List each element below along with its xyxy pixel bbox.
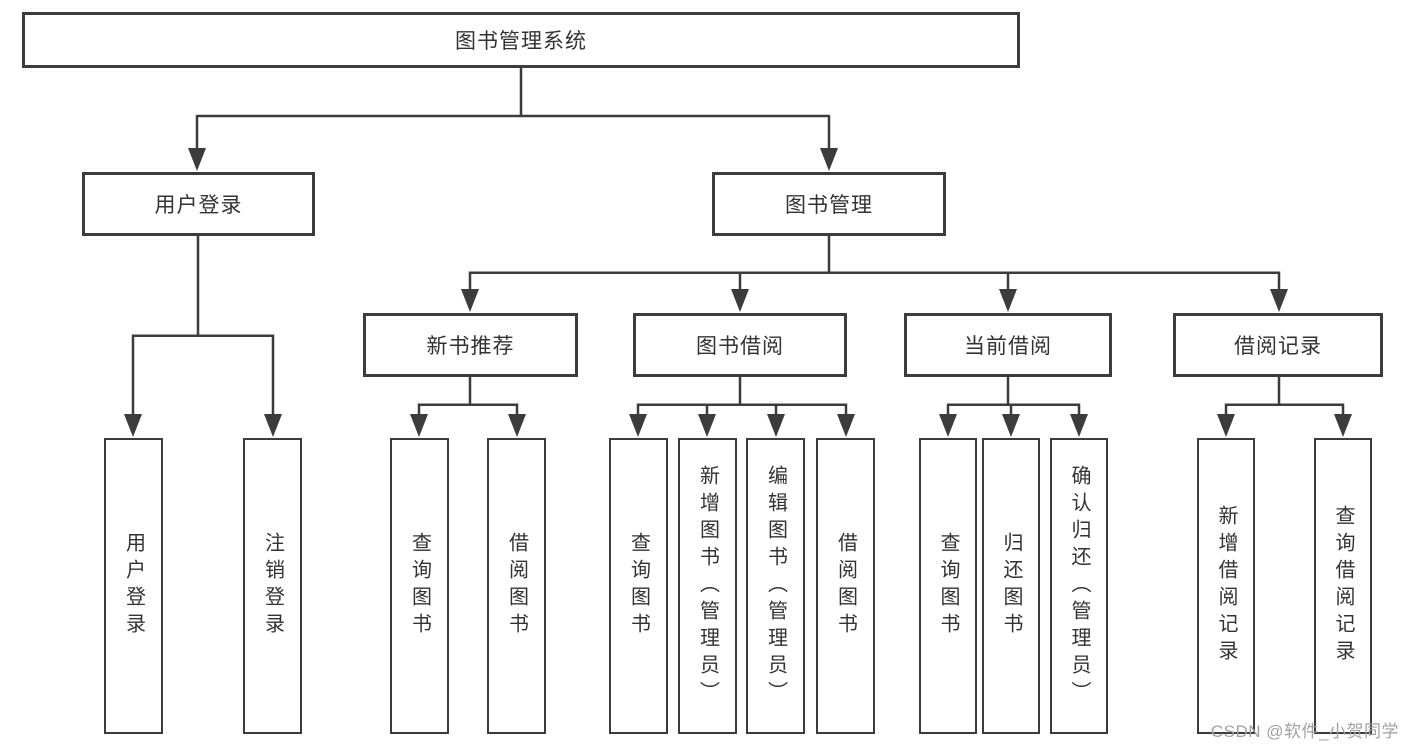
arrow-down-icon [731, 289, 749, 312]
leaf-edit-book-admin: 编辑图书（管理员） [746, 438, 805, 734]
node-new-book-recommend: 新书推荐 [363, 313, 578, 377]
arrow-down-icon [1070, 414, 1088, 437]
node-user-login: 用户登录 [82, 172, 315, 236]
connector-lines [131, 68, 1345, 416]
leaf-label: 归还图书 [1000, 532, 1022, 640]
leaf-logout: 注销登录 [243, 438, 302, 734]
arrow-down-icon [629, 414, 647, 437]
arrow-down-icon [410, 414, 428, 437]
leaf-label: 编辑图书（管理员） [764, 464, 787, 708]
leaf-user-login: 用户登录 [104, 438, 163, 734]
leaf-borrow-books-recommend: 借阅图书 [487, 438, 546, 734]
leaf-label: 查询图书 [937, 532, 959, 640]
node-label: 图书借阅 [696, 335, 784, 358]
leaf-label: 注销登录 [261, 532, 284, 640]
leaf-query-books-borrowing: 查询图书 [609, 438, 668, 734]
leaf-label: 新增借阅记录 [1215, 505, 1237, 667]
leaf-label: 用户登录 [122, 532, 145, 640]
leaf-label: 借阅图书 [834, 532, 857, 640]
arrow-down-icon [698, 414, 716, 437]
leaf-label: 确认归还（管理员） [1068, 464, 1090, 708]
arrow-down-icon [264, 414, 282, 437]
leaf-label: 借阅图书 [505, 532, 528, 640]
arrow-down-icon [999, 289, 1017, 312]
arrow-down-icon [188, 148, 206, 171]
arrow-down-icon [820, 148, 838, 171]
leaf-label: 查询图书 [627, 532, 650, 640]
arrow-down-icon [767, 414, 785, 437]
node-label: 图书管理 [785, 194, 873, 217]
arrow-down-icon [1002, 414, 1020, 437]
arrow-down-icon [939, 414, 957, 437]
arrow-down-icons [124, 148, 1352, 437]
leaf-label: 查询图书 [408, 532, 431, 640]
leaf-query-books-current: 查询图书 [919, 438, 977, 734]
arrow-down-icon [508, 414, 526, 437]
node-book-borrowing: 图书借阅 [633, 313, 847, 377]
arrow-down-icon [1270, 289, 1288, 312]
arrow-down-icon [837, 414, 855, 437]
arrow-down-icon [1334, 414, 1352, 437]
leaf-label: 查询借阅记录 [1332, 505, 1354, 667]
node-book-management: 图书管理 [712, 172, 946, 236]
leaf-query-books-recommend: 查询图书 [390, 438, 449, 734]
node-borrowing-records: 借阅记录 [1173, 313, 1383, 377]
node-label: 借阅记录 [1234, 335, 1322, 358]
node-root-system: 图书管理系统 [22, 12, 1020, 68]
leaf-confirm-return-admin: 确认归还（管理员） [1050, 438, 1108, 734]
leaf-add-book-admin: 新增图书（管理员） [678, 438, 737, 734]
arrow-down-icon [1217, 414, 1235, 437]
node-label: 用户登录 [154, 194, 243, 217]
node-current-borrowing: 当前借阅 [904, 313, 1112, 377]
arrow-down-icon [124, 414, 142, 437]
node-label: 当前借阅 [964, 335, 1052, 358]
leaf-label: 新增图书（管理员） [696, 464, 719, 708]
csdn-watermark: CSDN @软件_小贺同学 [1210, 722, 1399, 741]
leaf-borrow-books: 借阅图书 [816, 438, 875, 734]
node-label: 新书推荐 [426, 335, 515, 358]
arrow-down-icon [461, 289, 479, 312]
leaf-return-books: 归还图书 [982, 438, 1040, 734]
leaf-add-borrow-record: 新增借阅记录 [1197, 438, 1255, 734]
node-label: 图书管理系统 [455, 30, 587, 53]
leaf-query-borrow-record: 查询借阅记录 [1314, 438, 1372, 734]
